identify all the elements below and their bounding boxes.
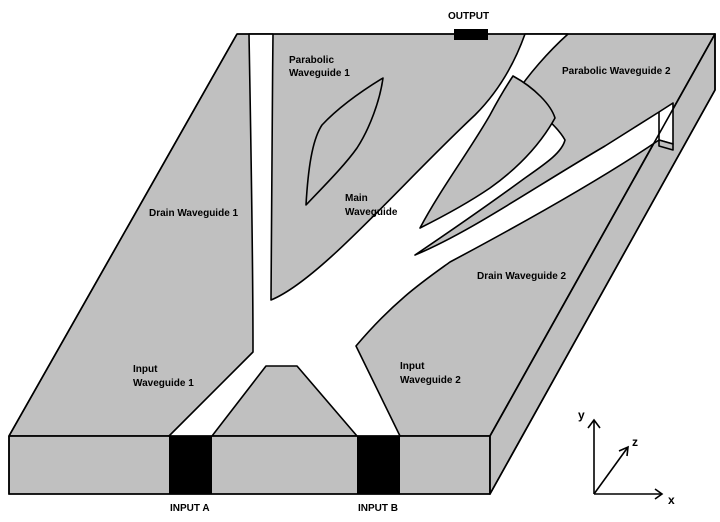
input1-label-line2: Waveguide 1 [133, 378, 194, 389]
coordinate-axes: y x z [578, 408, 675, 507]
output-port [454, 29, 488, 40]
parabolic1-label-line1: Parabolic [289, 55, 334, 66]
main-waveguide-label-line1: Main [345, 193, 368, 204]
input2-label-line2: Waveguide 2 [400, 375, 461, 386]
z-axis-arrowhead [618, 445, 629, 457]
input2-label-line1: Input [400, 361, 425, 372]
input-b-label: INPUT B [358, 503, 398, 514]
substrate-front-face [8, 435, 491, 495]
drain1-label: Drain Waveguide 1 [149, 208, 239, 219]
parabolic2-label: Parabolic Waveguide 2 [562, 66, 671, 77]
z-axis-line [593, 446, 629, 495]
z-axis-label: z [632, 435, 638, 449]
parabolic1-label-line2: Waveguide 1 [289, 68, 350, 79]
x-axis-arrowhead [654, 488, 664, 500]
input1-label-line1: Input [133, 364, 158, 375]
y-axis-arrowhead [587, 418, 601, 429]
parabolic-island-1 [305, 77, 384, 206]
top-right-edge [489, 33, 716, 437]
main-waveguide-label-line2: Waveguide [345, 207, 398, 218]
drain2-end-face [658, 139, 674, 151]
output-label: OUTPUT [448, 11, 489, 22]
parabolic-island-2 [419, 75, 556, 229]
drain2-label: Drain Waveguide 2 [477, 271, 567, 282]
input-a-label: INPUT A [170, 503, 210, 514]
input-b-port [357, 436, 400, 494]
x-axis-label: x [668, 493, 675, 507]
y-axis-label: y [578, 408, 585, 422]
waveguide-network [168, 33, 674, 437]
input-a-port [169, 436, 212, 494]
